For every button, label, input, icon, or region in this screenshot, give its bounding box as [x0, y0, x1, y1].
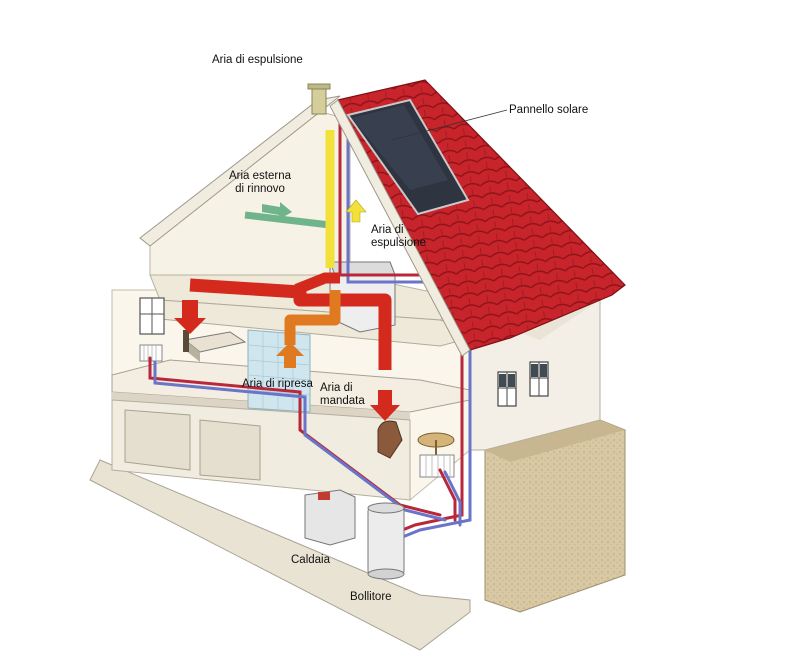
- armchair: [377, 420, 403, 459]
- window-right-1: [497, 371, 517, 407]
- solar-panel: [346, 98, 470, 216]
- supply-arrow-left: [174, 300, 206, 334]
- supply-arrow-right: [370, 390, 400, 421]
- label-boiler: Caldaia: [291, 554, 330, 566]
- label-exhaust-mid: Aria di espulsione: [371, 224, 426, 250]
- window-right-2: [529, 361, 549, 397]
- radiator-left: [139, 344, 163, 362]
- label-exhaust-mid-line1: Aria di: [371, 224, 404, 236]
- window-left-upper: [139, 297, 165, 335]
- bed: [183, 330, 247, 362]
- label-exhaust-mid-line2: espulsione: [371, 237, 426, 249]
- boiler: [304, 489, 356, 546]
- left-roof-edge: [139, 95, 341, 247]
- basement: [111, 399, 411, 501]
- label-fresh-air-line1: Aria esterna: [228, 170, 291, 182]
- radiator-right: [419, 454, 455, 478]
- return-arrow: [276, 342, 304, 368]
- label-supply-air-line2: mandata: [320, 395, 365, 407]
- label-exhaust-top: Aria di espulsione: [212, 54, 303, 66]
- solar-panel-leader: [391, 109, 508, 141]
- label-water-heater: Bollitore: [350, 591, 392, 603]
- label-return-air: Aria di ripresa: [242, 378, 313, 390]
- label-supply-air: Aria di mandata: [320, 382, 365, 408]
- exhaust-arrow: [345, 199, 367, 223]
- label-fresh-air-line2: di rinnovo: [235, 183, 285, 195]
- label-supply-air-line1: Aria di: [320, 382, 353, 394]
- fresh-air-arrow: [262, 202, 292, 220]
- label-solar-panel: Pannello solare: [509, 104, 589, 116]
- exhaust-vent: [307, 83, 331, 115]
- supply-duct: [189, 272, 392, 370]
- label-fresh-air: Aria esterna di rinnovo: [225, 170, 295, 196]
- heating-pipes: [148, 113, 472, 542]
- foundation-slab: [89, 459, 471, 651]
- return-duct: [284, 290, 341, 345]
- water-heater: [367, 502, 405, 580]
- earth-block: [484, 419, 626, 613]
